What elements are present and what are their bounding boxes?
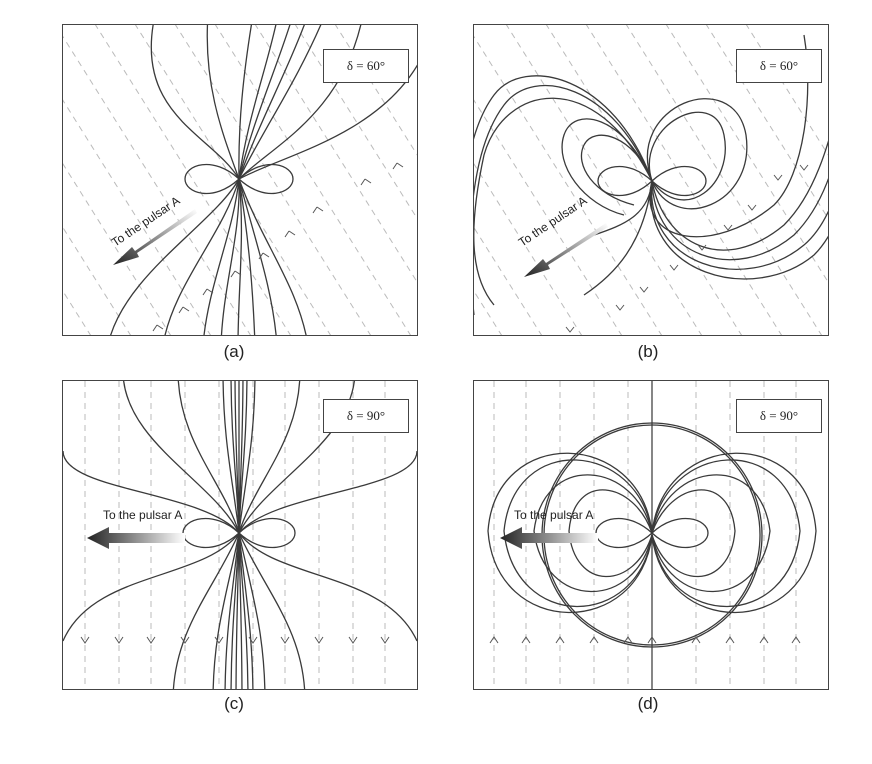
arrow-to-pulsar-a xyxy=(500,527,598,549)
field-diagram-d: To the pulsar A xyxy=(487,381,817,689)
arrow-label: To the pulsar A xyxy=(514,508,593,522)
right-lobe xyxy=(651,517,709,549)
guide-lines xyxy=(474,25,828,335)
delta-label: δ = 60° xyxy=(346,58,386,73)
left-lobe xyxy=(182,517,240,549)
panel-d: To the pulsar A δ = 90° xyxy=(473,380,829,690)
delta-label-box: δ = 60° xyxy=(323,49,409,83)
panel-a: To the pulsar A δ = 60° xyxy=(62,24,418,336)
field-diagram-a: To the pulsar A xyxy=(63,25,417,335)
right-lobe xyxy=(238,517,296,549)
field-diagram-b: To the pulsar A xyxy=(474,25,828,335)
left-lobe xyxy=(184,163,240,195)
delta-label-box: δ = 90° xyxy=(323,399,409,433)
field-lines xyxy=(63,381,417,689)
delta-label: δ = 90° xyxy=(346,408,386,423)
arrow-to-pulsar-a xyxy=(524,223,608,277)
right-lobe xyxy=(238,163,294,195)
delta-label: δ = 60° xyxy=(759,58,799,73)
left-lobe xyxy=(597,165,653,197)
field-lines xyxy=(110,25,417,335)
chevron-icons xyxy=(80,636,390,644)
delta-label: δ = 90° xyxy=(759,408,799,423)
arrow-label: To the pulsar A xyxy=(103,508,182,522)
delta-label-box: δ = 90° xyxy=(736,399,822,433)
panel-b: To the pulsar A δ = 60° xyxy=(473,24,829,336)
arrow-label: To the pulsar A xyxy=(109,193,183,249)
arrow-to-pulsar-a xyxy=(87,527,185,549)
caption-b: (b) xyxy=(637,342,659,361)
field-diagram-c: To the pulsar A xyxy=(63,381,417,689)
chevron-icons xyxy=(565,145,828,333)
left-lobe xyxy=(595,517,653,549)
field-lines xyxy=(474,34,828,315)
arrow-to-pulsar-a xyxy=(113,209,197,265)
chevron-icons xyxy=(152,162,404,332)
arrow-label: To the pulsar A xyxy=(516,193,590,249)
panel-c: To the pulsar A δ = 90° xyxy=(62,380,418,690)
right-lobe xyxy=(651,165,707,197)
caption-c: (c) xyxy=(224,694,244,713)
delta-label-box: δ = 60° xyxy=(736,49,822,83)
caption-a: (a) xyxy=(223,342,245,361)
chevron-icons xyxy=(489,636,801,644)
caption-d: (d) xyxy=(637,694,659,713)
